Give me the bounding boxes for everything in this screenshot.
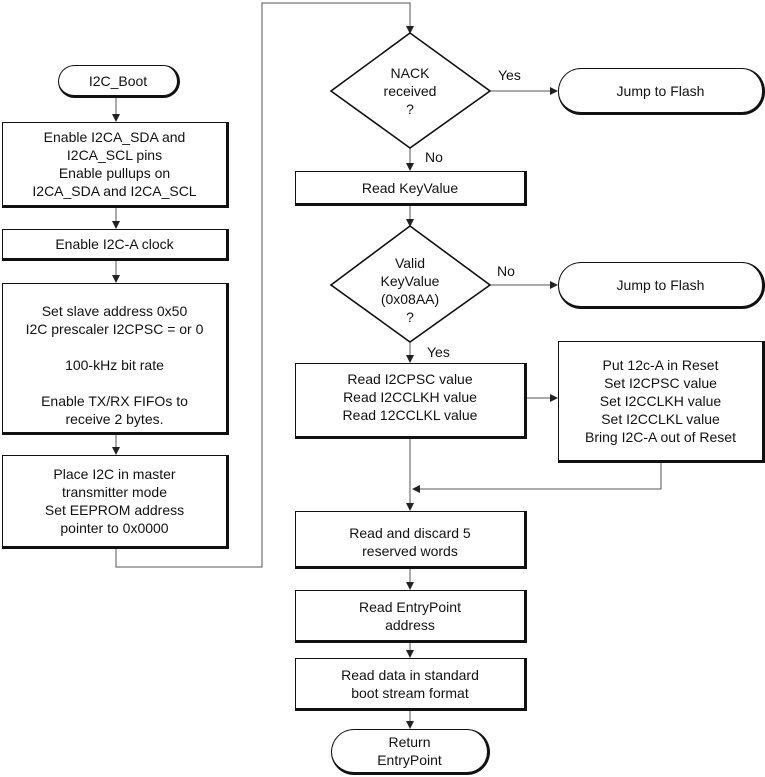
decision-valid-shape — [329, 225, 492, 343]
label-valid-yes: Yes — [427, 344, 450, 360]
master-mode-box: Place I2C in master transmitter mode Set… — [2, 455, 229, 549]
return-entrypoint-terminal: Return EntryPoint — [331, 729, 490, 775]
decision-valid-text: Valid KeyValue (0x08AA) ? — [380, 255, 440, 325]
label-valid-no: No — [497, 263, 515, 279]
enable-pins-box: Enable I2CA_SDA and I2CA_SCL pins Enable… — [2, 122, 229, 208]
decision-nack-text: NACK received ? — [383, 65, 437, 117]
decision-nack-shape — [329, 32, 492, 149]
jump-to-flash-terminal-2: Jump to Flash — [558, 262, 765, 309]
read-psc-box: Read I2CPSC value Read I2CCLKH value Rea… — [295, 363, 527, 439]
label-nack-yes: Yes — [498, 67, 521, 83]
jump-to-flash-terminal-1: Jump to Flash — [558, 68, 765, 115]
set-slave-box: Set slave address 0x50 I2C prescaler I2C… — [2, 283, 229, 435]
label-nack-no: No — [425, 149, 443, 165]
read-entrypoint-box: Read EntryPoint address — [295, 590, 527, 643]
connector-master-to-nack — [115, 2, 414, 568]
reset-sequence-box: Put 12c-A in Reset Set I2CPSC value Set … — [558, 341, 765, 463]
connector-reset-return — [412, 462, 662, 493]
read-data-box: Read data in standard boot stream format — [295, 658, 527, 711]
start-terminal: I2C_Boot — [58, 65, 180, 98]
enable-clock-box: Enable I2C-A clock — [2, 229, 229, 261]
read-discard-box: Read and discard 5 reserved words — [295, 511, 527, 569]
read-keyvalue-box: Read KeyValue — [295, 171, 527, 206]
